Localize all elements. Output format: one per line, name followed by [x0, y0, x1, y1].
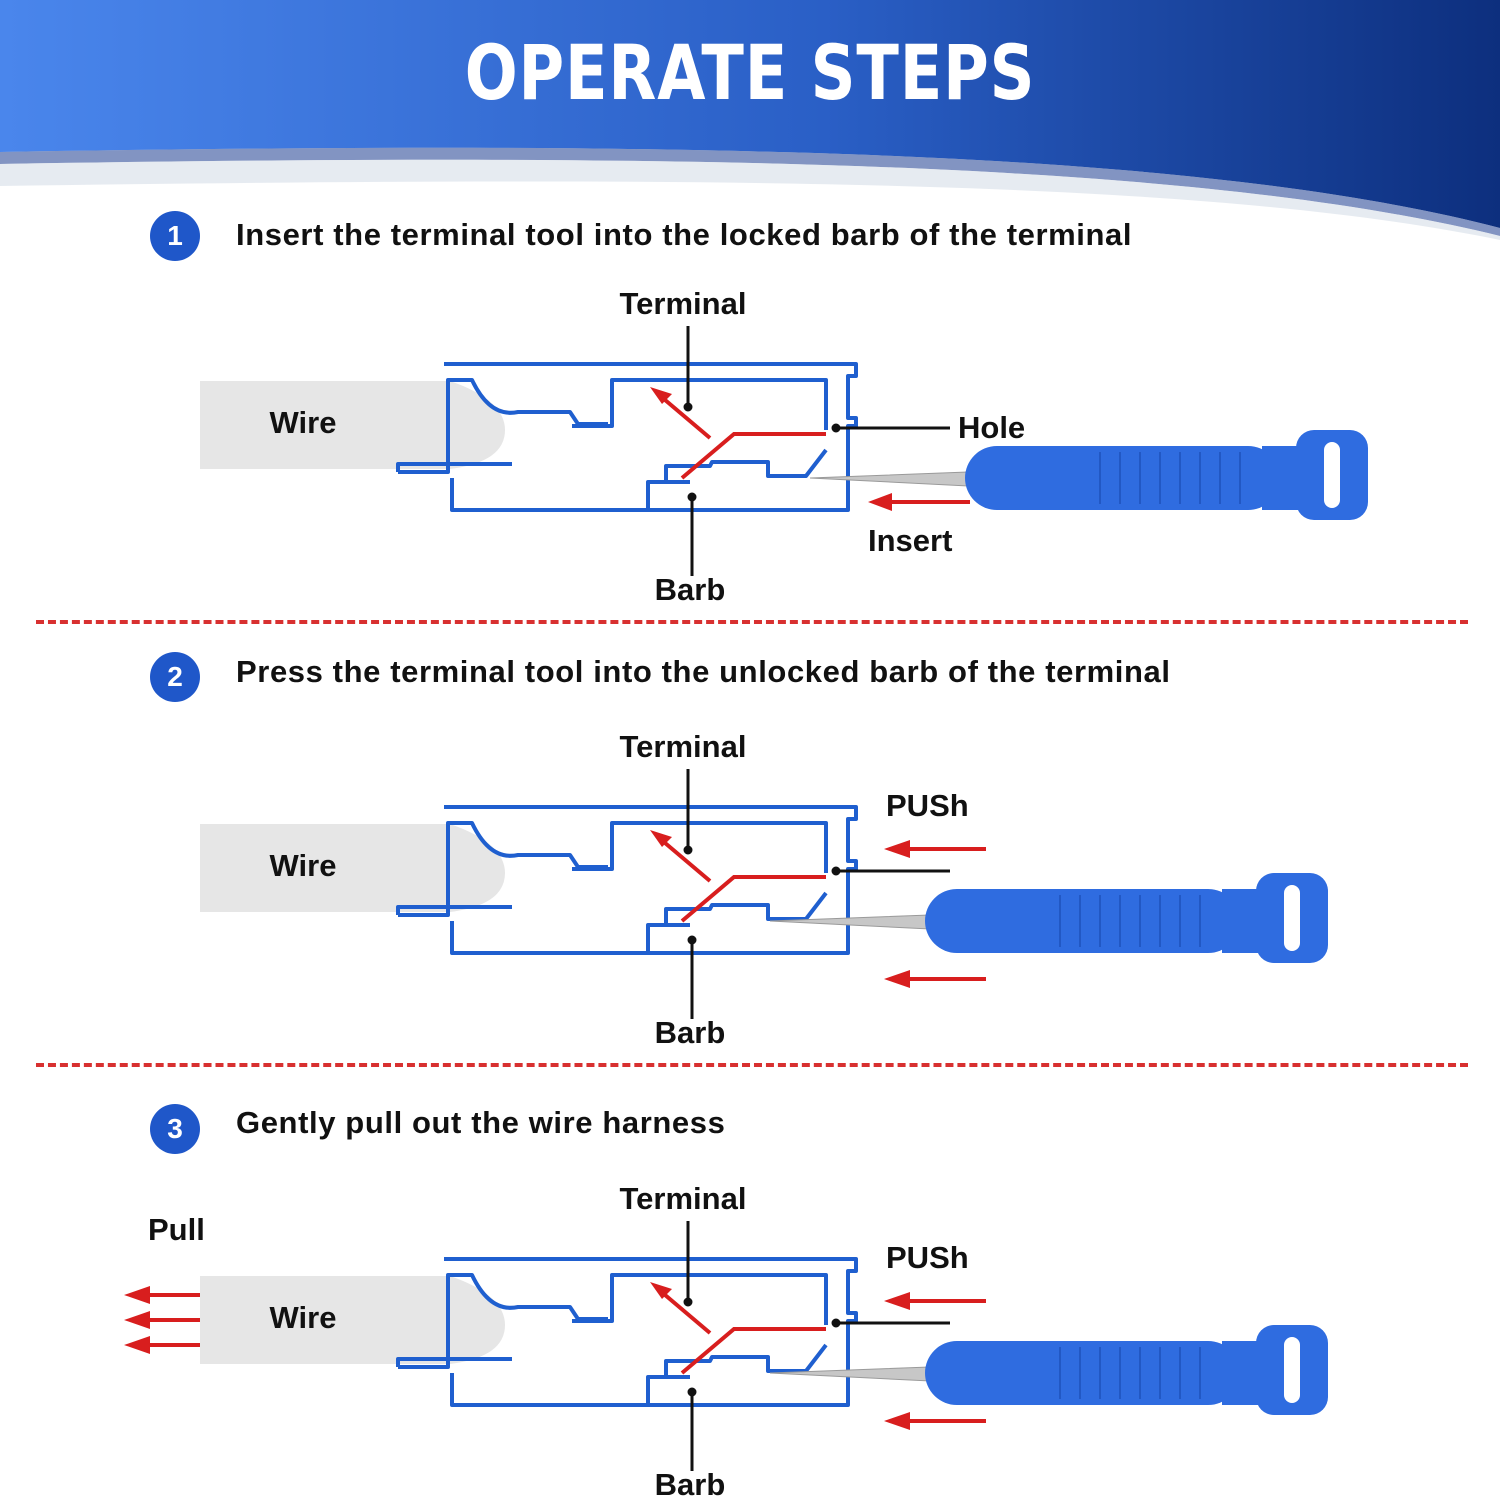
page-title: OPERATE STEPS — [464, 28, 1036, 117]
wire — [200, 1276, 450, 1364]
wire-label: Wire — [270, 848, 337, 883]
wire-end-cap — [450, 824, 505, 912]
barb-label: Barb — [655, 1467, 726, 1500]
tool-handle — [965, 446, 1280, 510]
step-2-instruction: Press the terminal tool into the unlocke… — [236, 654, 1171, 689]
wire — [200, 824, 450, 912]
callouts — [683, 769, 950, 1019]
pull-label: Pull — [148, 1212, 205, 1247]
wire-end-cap — [450, 1276, 505, 1364]
terminal-illustration — [200, 1257, 858, 1407]
divider-2 — [36, 1063, 1468, 1067]
step-1-instruction: Insert the terminal tool into the locked… — [236, 217, 1133, 252]
step-1-number-badge: 1 — [150, 211, 200, 261]
pull-arrows — [124, 1286, 200, 1354]
step-3-number-badge: 3 — [150, 1104, 200, 1154]
terminal-tool — [769, 873, 1328, 963]
barb-label: Barb — [655, 1015, 726, 1050]
tool-handle — [925, 1341, 1240, 1405]
locking-lance — [650, 830, 826, 923]
terminal-outline — [396, 805, 858, 955]
locking-lance — [650, 1282, 826, 1375]
terminal-label: Terminal — [620, 729, 747, 764]
wire-label: Wire — [270, 405, 337, 440]
step-3-instruction: Gently pull out the wire harness — [236, 1105, 726, 1140]
insert-arrow — [868, 493, 970, 511]
tool-handle — [925, 889, 1240, 953]
terminal-illustration — [200, 805, 858, 955]
terminal-outline — [396, 362, 858, 512]
push-arrows — [884, 1292, 986, 1430]
terminal-label: Terminal — [620, 286, 747, 321]
step-3-diagram: Terminal Pull Wire PUSh Barb — [124, 1181, 1328, 1500]
callouts — [683, 1221, 950, 1471]
step-2-diagram: Terminal Wire PUSh Barb — [200, 729, 1328, 1050]
step-2-number-badge: 2 — [150, 652, 200, 702]
terminal-tool — [809, 430, 1368, 520]
callouts — [683, 326, 950, 576]
terminal-label: Terminal — [620, 1181, 747, 1216]
wire — [200, 381, 450, 469]
header-banner — [0, 0, 1500, 240]
step-1: 1 Insert the terminal tool into the lock… — [0, 0, 1500, 450]
locking-lance — [650, 387, 826, 480]
terminal-illustration — [200, 362, 858, 512]
step-1-diagram: Terminal Wire Hole Insert Barb — [200, 286, 1368, 607]
wire-label: Wire — [270, 1300, 337, 1335]
terminal-tool — [769, 1325, 1328, 1415]
tool-pin — [809, 471, 969, 487]
push-label: PUSh — [886, 1240, 969, 1275]
push-arrows — [884, 840, 986, 988]
terminal-outline — [396, 1257, 858, 1407]
hole-label: Hole — [958, 410, 1025, 445]
insert-label: Insert — [868, 523, 952, 558]
wire-end-cap — [450, 381, 505, 469]
barb-label: Barb — [655, 572, 726, 607]
step-2: 2 Press the terminal tool into the unloc… — [0, 0, 1500, 702]
step-3: 3 Gently pull out the wire harness — [0, 0, 1500, 1154]
push-label: PUSh — [886, 788, 969, 823]
divider-1 — [36, 620, 1468, 624]
